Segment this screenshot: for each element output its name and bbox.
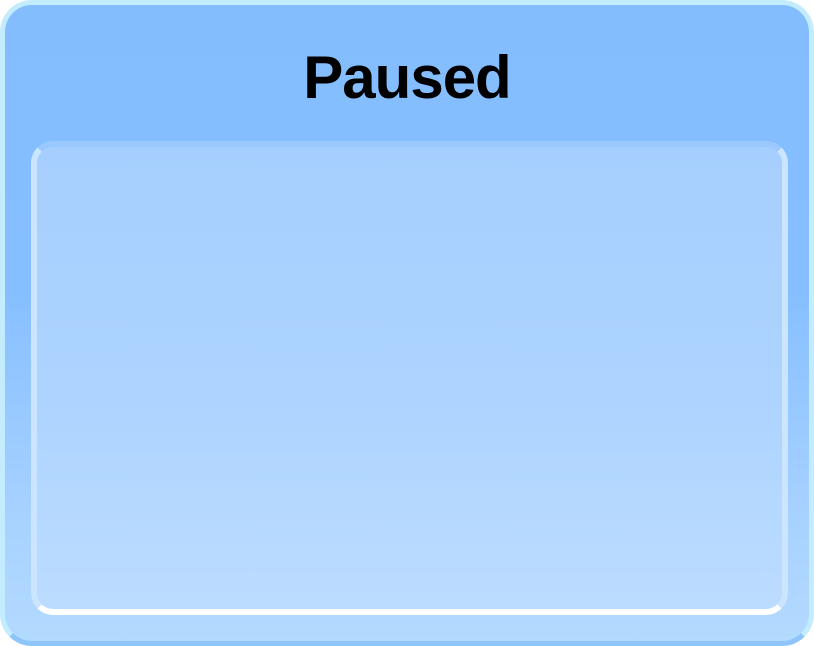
pause-title: Paused: [303, 44, 511, 111]
pause-content-panel: [31, 141, 788, 615]
